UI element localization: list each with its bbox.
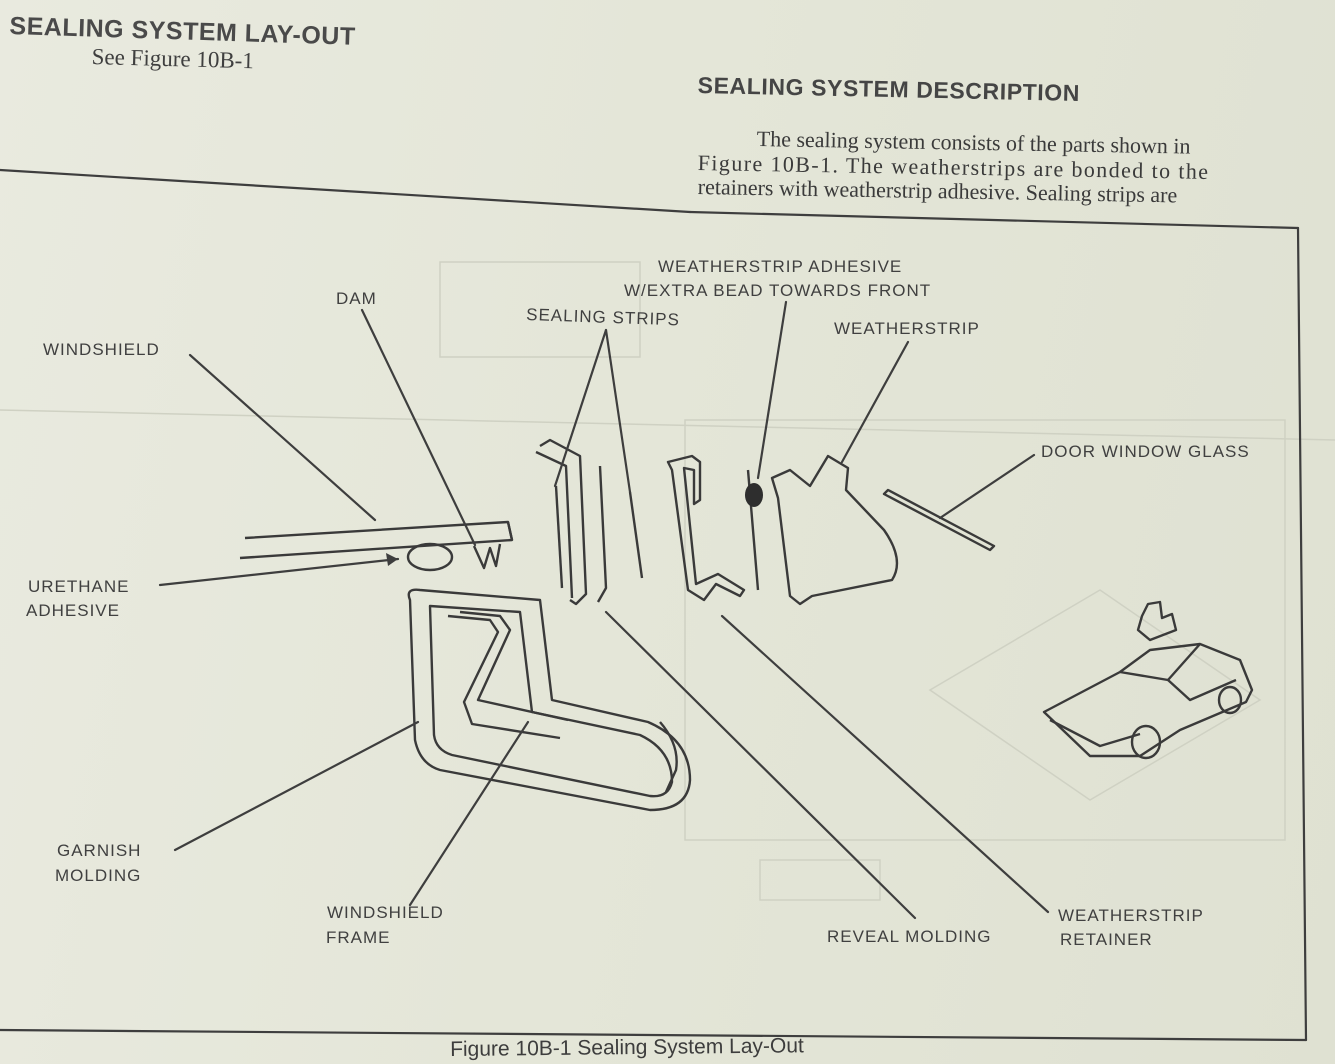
weatherstrip-adhesive-leader [756,300,788,480]
bleed-through [0,261,1335,901]
figure-frame-top-right [688,210,1300,230]
urethane-leader [158,557,400,587]
sealing-strips-part [535,438,644,606]
weatherstrip-retainer-part [666,454,760,602]
figure-frame [0,168,1308,1042]
figure-frame-top-left [0,168,692,214]
weatherstrip-leader [840,340,910,464]
label-windshield-frame-line1: WINDSHIELD [327,903,444,922]
label-weatherstrip-adhesive-line1: WEATHERSTRIP ADHESIVE [658,257,902,276]
label-weatherstrip: WEATHERSTRIP [834,319,980,338]
garnish-molding-leader [173,720,420,852]
sealing-strips-leader-a [553,328,608,488]
figure-frame-right [1296,226,1308,1042]
weatherstrip-adhesive-dot [745,483,763,507]
label-weatherstrip-adhesive-line2: W/EXTRA BEAD TOWARDS FRONT [624,281,931,300]
label-door-window-glass: DOOR WINDOW GLASS [1041,442,1250,461]
label-weatherstrip-retainer-line2: RETAINER [1060,930,1153,949]
weatherstrip-part [770,454,899,606]
urethane-arrowhead [386,553,398,566]
label-reveal-molding: REVEAL MOLDING [827,927,992,946]
windshield-frame-leader [408,720,530,907]
figure-frame-bottom [0,1028,1308,1042]
door-window-glass-part [882,488,996,552]
label-garnish-line1: GARNISH [57,841,141,860]
dam-leader [360,308,477,547]
leader-lines [173,300,1050,920]
windshield-glass [239,520,514,560]
sealing-strips-leader-b [604,328,632,494]
label-windshield-frame-line2: FRAME [326,928,391,947]
urethane-bead [406,542,454,572]
figure-caption: Figure 10B-1 Sealing System Lay-Out [450,1034,804,1061]
label-urethane-line2: ADHESIVE [26,601,120,620]
label-windshield: WINDSHIELD [43,340,160,359]
dam-part [472,543,502,570]
windshield-frame-part [407,588,692,812]
door-window-glass-leader [938,453,1036,520]
label-dam: DAM [336,289,377,308]
windshield-leader [188,353,377,522]
label-sealing-strips: SEALING STRIPS [526,305,680,329]
reveal-molding-leader [604,610,917,920]
weatherstrip-retainer-leader [720,614,1050,914]
car-illustration [1042,600,1254,760]
label-urethane-line1: URETHANE [28,577,130,596]
label-weatherstrip-retainer-line1: WEATHERSTRIP [1058,906,1204,925]
label-garnish-line2: MOLDING [55,866,141,885]
